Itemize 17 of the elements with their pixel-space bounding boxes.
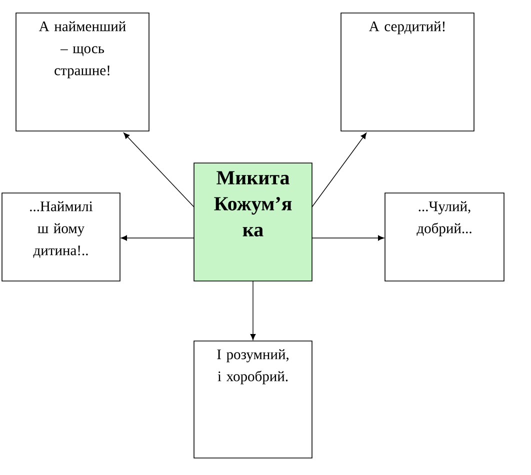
arrow	[250, 280, 256, 340]
text-box	[340, 12, 474, 132]
center-box	[194, 162, 312, 282]
node-label: ...Чулий, добрий...	[416, 201, 472, 236]
text-box	[2, 192, 120, 282]
text-box	[16, 12, 150, 132]
text-box	[194, 340, 312, 458]
arrow	[312, 235, 384, 241]
arrow	[124, 132, 194, 208]
text-box	[384, 192, 504, 282]
arrow	[120, 235, 194, 241]
node-label: А сердитий!	[369, 21, 445, 34]
node-label: А найменший – щось страшне!	[38, 21, 126, 78]
node-label: І розумний, і хоробрий.	[217, 349, 288, 384]
node-label: Микита Кожум’я ка	[214, 171, 292, 236]
arrow	[312, 132, 367, 208]
node-label: ...Наймилі ш йому дитина!..	[30, 201, 93, 258]
